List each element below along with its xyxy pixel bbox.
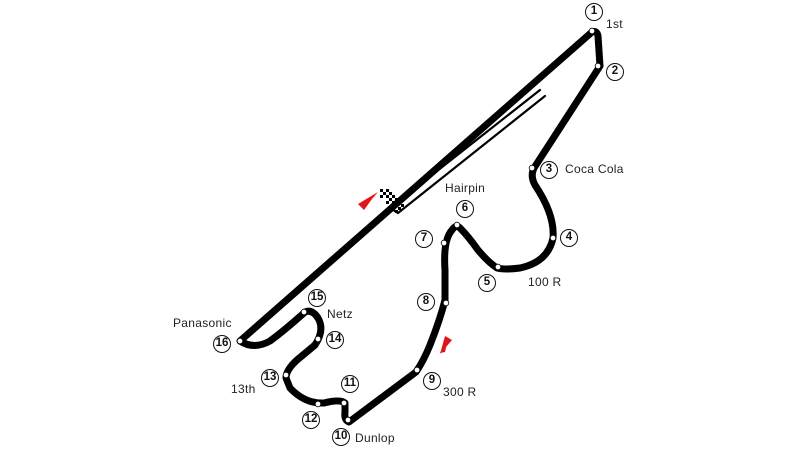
- corner-number: 5: [478, 274, 496, 292]
- corner-number: 6: [456, 200, 474, 218]
- corner-number: 10: [332, 428, 350, 446]
- corner-number: 7: [415, 230, 433, 248]
- corner-name-1st: 1st: [606, 17, 623, 31]
- corner-number: 15: [308, 289, 326, 307]
- corner-number: 13: [261, 369, 279, 387]
- corner-name-panasonic: Panasonic: [173, 316, 232, 330]
- corner-number: 12: [302, 411, 320, 429]
- corner-name-13th: 13th: [231, 382, 256, 396]
- corner-name-netz: Netz: [327, 307, 353, 321]
- direction-arrow-icon: [358, 192, 378, 210]
- corner-number: 9: [423, 372, 441, 390]
- corner-number: 2: [606, 63, 624, 81]
- corner-number: 11: [341, 375, 359, 393]
- corner-markers: [236, 27, 602, 424]
- corner-number: 16: [213, 335, 231, 353]
- corner-name-dunlop: Dunlop: [355, 431, 395, 445]
- corner-number: 3: [540, 161, 558, 179]
- corner-name-100r: 100 R: [528, 275, 562, 289]
- corner-name-hairpin: Hairpin: [445, 181, 486, 195]
- direction-arrow-icon: [440, 336, 452, 354]
- corner-number: 14: [326, 331, 344, 349]
- corner-name-coca-cola: Coca Cola: [565, 162, 624, 176]
- corner-number: 4: [560, 229, 578, 247]
- track: [236, 28, 604, 426]
- corner-number: 1: [585, 3, 603, 21]
- corner-name-300r: 300 R: [443, 385, 477, 399]
- corner-number: 8: [417, 293, 435, 311]
- start-finish-flag-icon: [380, 189, 404, 213]
